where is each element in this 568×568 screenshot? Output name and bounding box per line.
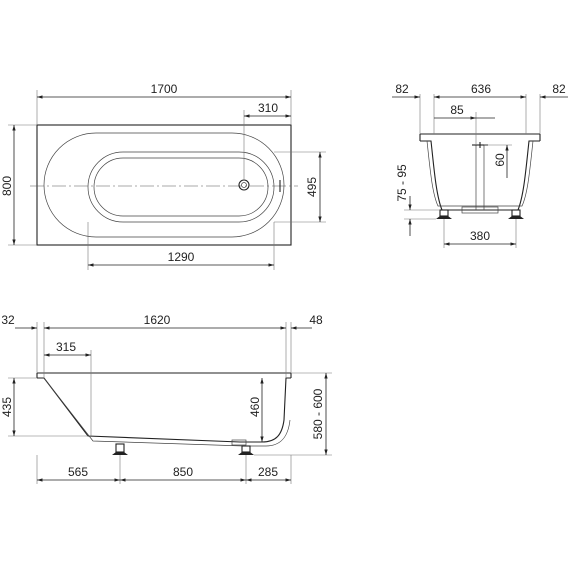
top-view: 1700 310 800 495 1290 <box>0 82 326 270</box>
drain-icon <box>238 179 250 191</box>
dim-side-left-offset: 32 <box>1 313 15 327</box>
dim-end-leg-height: 75 - 95 <box>395 164 409 202</box>
dim-side-foot-right: 285 <box>258 465 278 479</box>
dim-side-right-offset: 48 <box>309 313 323 327</box>
dim-top-width: 800 <box>0 176 14 196</box>
dim-top-inner-length: 1290 <box>168 250 195 264</box>
dim-end-rim-right: 82 <box>552 82 566 96</box>
dim-side-depth-drain: 460 <box>248 397 262 417</box>
dim-top-drain-offset: 310 <box>258 101 278 115</box>
top-view-outline <box>36 124 292 246</box>
dim-end-inner-width: 636 <box>471 82 491 96</box>
end-view: 82 636 82 85 60 75 - 95 380 <box>392 82 568 248</box>
dim-top-length: 1700 <box>151 82 178 96</box>
dim-side-total-height: 580 - 600 <box>311 388 325 439</box>
side-view: 32 1620 48 315 435 460 580 - 600 565 850… <box>0 313 332 484</box>
dim-end-drain-width: 85 <box>450 103 464 117</box>
dim-side-foot-spacing: 850 <box>173 465 193 479</box>
dim-top-inner-width: 495 <box>305 177 319 197</box>
side-view-outline <box>37 377 291 443</box>
dim-side-inner-length: 1620 <box>144 313 171 327</box>
dim-side-slope-offset: 315 <box>56 340 76 354</box>
dim-end-foot-spacing: 380 <box>470 229 490 243</box>
top-view-rim <box>43 132 285 238</box>
dim-end-drain-depth: 60 <box>493 153 507 167</box>
dim-end-rim-left: 82 <box>395 82 409 96</box>
dim-side-foot-left: 565 <box>68 465 88 479</box>
end-view-outline <box>420 140 540 211</box>
top-view-basin <box>87 151 275 223</box>
dim-side-depth-left: 435 <box>0 397 14 417</box>
